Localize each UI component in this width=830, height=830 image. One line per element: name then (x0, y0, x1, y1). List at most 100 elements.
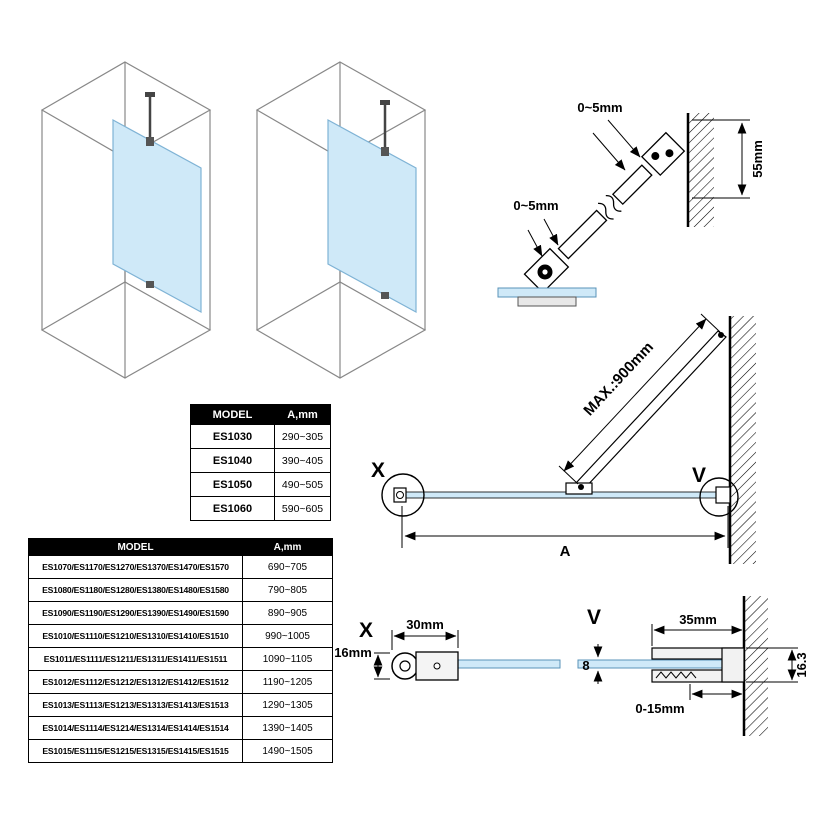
amm-cell: 790~805 (242, 578, 333, 602)
amm-cell: 490~505 (274, 472, 331, 497)
detail-circle-x (381, 473, 425, 517)
model-cell: ES1090/ES1190/ES1290/ES1390/ES1490/ES159… (28, 601, 243, 625)
table-row: ES1014/ES1114/ES1214/ES1314/ES1414/ES151… (28, 716, 333, 740)
amm-cell: 690~705 (242, 555, 333, 579)
large-model-table: MODEL A,mm ES1070/ES1170/ES1270/ES1370/E… (28, 538, 333, 763)
table-row: ES1070/ES1170/ES1270/ES1370/ES1470/ES157… (28, 555, 333, 579)
clamp-screw (433, 662, 441, 670)
table-row: ES1080/ES1180/ES1280/ES1380/ES1480/ES158… (28, 578, 333, 602)
floor-foot (381, 292, 389, 299)
detail-v-depth-label: 16.3 (794, 652, 809, 677)
model-cell: ES1010/ES1110/ES1210/ES1310/ES1410/ES151… (28, 624, 243, 648)
table-row: ES1012/ES1112/ES1212/ES1312/ES1412/ES151… (28, 670, 333, 694)
glass-thickness-label: 8 (582, 658, 589, 673)
amm-cell: 1490~1505 (242, 739, 333, 763)
detail-circle-v (699, 477, 739, 517)
amm-cell: 1190~1205 (242, 670, 333, 694)
model-cell: ES1060 (190, 496, 275, 521)
gap-top-label: 0~5mm (577, 100, 622, 115)
model-cell: ES1013/ES1113/ES1213/ES1313/ES1413/ES151… (28, 693, 243, 717)
support-bar-detail: 55mm 0~5mm 0~5mm (497, 100, 765, 307)
small-model-table: MODEL A,mm ES1030 290~305 ES1040 390~405… (190, 404, 331, 521)
amm-cell: 290~305 (274, 424, 331, 449)
plan-view: MAX.:900mm X V A (371, 313, 756, 564)
marker-x-label: X (371, 459, 385, 482)
amm-cell: 1090~1105 (242, 647, 333, 671)
col-header-amm: A,mm (242, 538, 333, 556)
amm-cell: 890~905 (242, 601, 333, 625)
amm-cell: 390~405 (274, 448, 331, 473)
gap-bottom-label: 0~5mm (513, 198, 558, 213)
amm-cell: 990~1005 (242, 624, 333, 648)
table-row: ES1090/ES1190/ES1290/ES1390/ES1490/ES159… (28, 601, 333, 625)
wall-hatch (744, 596, 768, 736)
wall-hatch (688, 113, 714, 227)
amm-cell: 590~605 (274, 496, 331, 521)
wall-profile-v (715, 486, 731, 504)
col-header-model: MODEL (28, 538, 243, 556)
pivot-dot (718, 332, 724, 338)
shower-enclosure-left (41, 61, 211, 379)
max-length-label: MAX.:900mm (580, 339, 657, 419)
model-cell: ES1014/ES1114/ES1214/ES1314/ES1414/ES151… (28, 716, 243, 740)
table-row: ES1060 590~605 (190, 496, 331, 521)
model-cell: ES1050 (190, 472, 275, 497)
end-profile-x (393, 487, 407, 503)
support-bar-assembly (523, 131, 686, 294)
model-cell: ES1011/ES1111/ES1211/ES1311/ES1411/ES151… (28, 647, 243, 671)
table-row: ES1030 290~305 (190, 424, 331, 449)
model-cell: ES1040 (190, 448, 275, 473)
table-header-row: MODEL A,mm (190, 404, 331, 425)
bar-segment (557, 209, 608, 260)
model-cell: ES1080/ES1180/ES1280/ES1380/ES1480/ES158… (28, 578, 243, 602)
col-header-model: MODEL (190, 404, 275, 425)
table-row: ES1040 390~405 (190, 448, 331, 473)
wall-bracket (640, 131, 686, 177)
col-header-amm: A,mm (274, 404, 331, 425)
ceiling-mount (380, 100, 390, 105)
detail-x-title: X (359, 619, 373, 642)
detail-v-width-label: 35mm (679, 612, 717, 627)
table-header-row: MODEL A,mm (28, 538, 333, 556)
detail-x-width-label: 30mm (406, 617, 444, 632)
table-row: ES1010/ES1110/ES1210/ES1310/ES1410/ES151… (28, 624, 333, 648)
bracket-screw (665, 149, 674, 158)
shower-enclosure-right (256, 61, 426, 379)
model-cell: ES1015/ES1115/ES1215/ES1315/ES1415/ES151… (28, 739, 243, 763)
glass-shoe (517, 296, 577, 307)
model-cell: ES1030 (190, 424, 275, 449)
table-row: ES1011/ES1111/ES1211/ES1311/ES1411/ES151… (28, 647, 333, 671)
model-cell: ES1012/ES1112/ES1212/ES1312/ES1412/ES151… (28, 670, 243, 694)
glass-edge (497, 287, 597, 298)
bracket-screw (651, 152, 660, 161)
amm-cell: 1390~1405 (242, 716, 333, 740)
serration-symbol (655, 671, 697, 679)
ceiling-mount (145, 92, 155, 97)
table-row: ES1013/ES1113/ES1213/ES1313/ES1413/ES151… (28, 693, 333, 717)
break-symbol (605, 194, 622, 212)
floor-foot (146, 281, 154, 288)
amm-cell: 1290~1305 (242, 693, 333, 717)
glass-section (447, 659, 561, 669)
adjust-range-label: 0-15mm (635, 701, 684, 716)
glass-panel (112, 118, 202, 314)
wall-plate-height-label: 55mm (750, 140, 765, 178)
marker-v-label: V (692, 464, 706, 487)
rod-bracket (146, 137, 154, 146)
rod-bracket (381, 147, 389, 156)
detail-v-title: V (587, 606, 601, 629)
wall-profile-web (721, 647, 745, 683)
break-symbol (598, 202, 614, 220)
width-a-label: A (560, 543, 571, 560)
model-cell: ES1070/ES1170/ES1270/ES1370/ES1470/ES157… (28, 555, 243, 579)
glass-section (577, 659, 727, 669)
pivot-dot (578, 484, 584, 490)
table-row: ES1050 490~505 (190, 472, 331, 497)
wall-hatch (730, 316, 756, 564)
glass-panel-plan (405, 491, 717, 499)
bar-segment (611, 164, 653, 206)
detail-x-height-label: 16mm (334, 645, 372, 660)
detail-v: V 35mm 8 16.3 0-15mm (577, 596, 809, 736)
